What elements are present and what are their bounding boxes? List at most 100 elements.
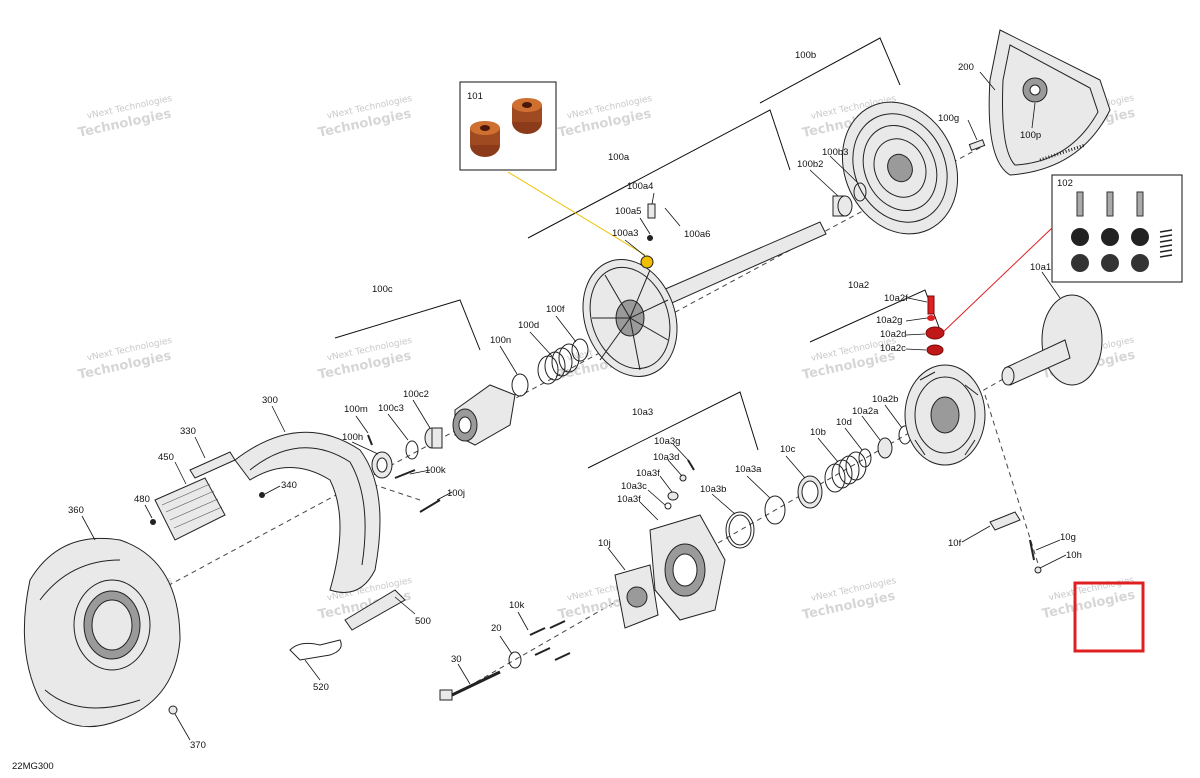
label-10a3d: 10a3d <box>653 452 679 463</box>
roller-icon <box>1071 254 1089 272</box>
label-10c: 10c <box>780 444 796 455</box>
part-100n-ring <box>511 373 529 397</box>
part-10a3b-bushing <box>725 511 755 549</box>
washer-stack-icon <box>1159 229 1173 258</box>
callout-box-101: 101 <box>459 81 646 256</box>
part-10k-screws <box>529 620 571 661</box>
label-200: 200 <box>958 62 974 73</box>
part-10a2f-bolt <box>927 295 935 315</box>
label-10a3f-lower: 10a3f <box>617 494 641 505</box>
spacer-icon <box>470 121 500 157</box>
bracket-10a2 <box>809 289 941 343</box>
part-200-cover <box>988 29 1111 176</box>
label-100c: 100c <box>372 284 393 295</box>
part-10a2-movable-sheave <box>904 364 986 466</box>
label-480: 480 <box>134 494 150 505</box>
label-10a2: 10a2 <box>848 280 869 291</box>
label-100a6: 100a6 <box>684 229 710 240</box>
part-10a2c-bushing <box>926 344 944 356</box>
part-100c-spider <box>452 384 516 446</box>
part-100k-screw <box>394 469 416 479</box>
bracket-100c <box>334 299 481 351</box>
part-10a3-spider-housing <box>649 514 726 621</box>
label-10a3f-upper: 10a3f <box>636 468 660 479</box>
label-520: 520 <box>313 682 329 693</box>
part-520-clip <box>289 639 342 661</box>
part-100b2-bushing <box>832 195 853 217</box>
part-30-bolt <box>439 670 501 701</box>
part-100c3-ring <box>405 440 419 460</box>
part-300-shroud <box>234 431 381 593</box>
part-500-bracket <box>344 589 406 631</box>
part-450-screen <box>154 477 226 541</box>
part-100d-spring <box>537 343 580 385</box>
part-100c2-bushing <box>424 427 443 449</box>
part-10a3c-roller <box>667 491 679 501</box>
part-10d-ring <box>858 448 872 468</box>
label-100p: 100p <box>1020 130 1041 141</box>
group-brackets <box>334 37 941 469</box>
pin-icon <box>1076 191 1084 217</box>
label-100b: 100b <box>795 50 816 61</box>
label-10b: 10b <box>810 427 826 438</box>
part-330-bracket <box>189 451 236 479</box>
label-101: 101 <box>467 91 483 102</box>
label-10a2d: 10a2d <box>880 329 906 340</box>
label-10a2g: 10a2g <box>876 315 902 326</box>
label-100c3: 100c3 <box>378 403 404 414</box>
label-300: 300 <box>262 395 278 406</box>
pin-icon <box>1106 191 1114 217</box>
label-10a3b: 10a3b <box>700 484 726 495</box>
spacer-icon <box>512 98 542 134</box>
label-30: 30 <box>451 654 462 665</box>
bracket-100b <box>759 37 901 104</box>
label-450: 450 <box>158 452 174 463</box>
label-10a2b: 10a2b <box>872 394 898 405</box>
part-100a3-highlight <box>640 255 654 269</box>
label-340: 340 <box>281 480 297 491</box>
part-10b-spring <box>824 451 867 493</box>
part-10g-screw <box>1029 539 1035 561</box>
roller-icon <box>1131 228 1149 246</box>
part-10a2a-bushing <box>877 437 893 459</box>
part-100f-ring <box>571 338 589 362</box>
part-10h-washer <box>1034 566 1042 574</box>
label-100d: 100d <box>518 320 539 331</box>
part-100b-sheave <box>841 101 959 235</box>
roller-icon <box>1071 228 1089 246</box>
label-100n: 100n <box>490 335 511 346</box>
part-10j-cover <box>614 564 659 629</box>
bracket-10a3 <box>587 391 759 469</box>
part-100a-fixed-sheave <box>582 203 827 377</box>
part-100j-screw <box>419 499 441 513</box>
label-10a2c: 10a2c <box>880 343 906 354</box>
part-340-screw <box>259 492 265 498</box>
part-360-housing <box>23 537 181 728</box>
part-100b3-ring <box>853 182 867 202</box>
label-102: 102 <box>1057 178 1073 189</box>
bracket-100a <box>527 109 791 239</box>
label-10a3: 10a3 <box>632 407 653 418</box>
label-100a5: 100a5 <box>615 206 641 217</box>
part-100h-bearing <box>371 451 393 479</box>
label-100b3: 100b3 <box>822 147 848 158</box>
part-100m-pin <box>367 434 373 446</box>
label-100j: 100j <box>447 488 465 499</box>
part-10c-bushing <box>797 475 823 509</box>
label-100f: 100f <box>546 304 565 315</box>
label-100c2: 100c2 <box>403 389 429 400</box>
roller-icon <box>1101 228 1119 246</box>
label-10d: 10d <box>836 417 852 428</box>
part-480-screw <box>150 519 156 525</box>
part-20-washer <box>508 651 522 669</box>
label-100h: 100h <box>342 432 363 443</box>
label-10a3g: 10a3g <box>654 436 680 447</box>
part-10a3d-nut <box>679 474 687 482</box>
label-10f: 10f <box>948 538 962 549</box>
part-10a3f-washer <box>664 502 672 510</box>
label-10g: 10g <box>1060 532 1076 543</box>
label-100m: 100m <box>344 404 368 415</box>
part-100a4-washer <box>647 235 653 241</box>
label-100a: 100a <box>608 152 630 163</box>
